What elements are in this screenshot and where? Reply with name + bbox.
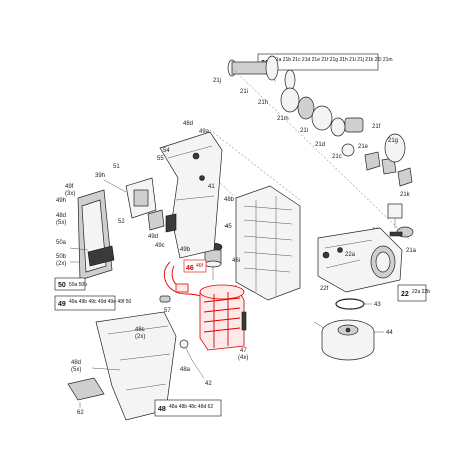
bevel-gear <box>280 87 300 113</box>
label-21g: 21g <box>388 138 398 144</box>
label-22: 22 <box>401 291 409 298</box>
label-49c: 49c <box>155 243 165 249</box>
lower-housing-48: 48c (2x) 48d (5x) 48a 48 48a 48b 48c 48d… <box>71 311 222 421</box>
label-48d-low: 48d <box>71 360 81 366</box>
label-22-parts: 22a 22b <box>412 289 430 295</box>
label-49h: 49h <box>56 198 66 204</box>
label-50: 50 <box>58 282 66 289</box>
chuck-collar <box>384 133 406 163</box>
handle-housing-left: 48d 49a 41 54 55 <box>157 121 223 259</box>
label-48-parts: 48a 48b 48c 48d 62 <box>169 404 213 410</box>
gear-disc <box>265 55 279 81</box>
label-41: 41 <box>208 184 215 190</box>
label-box-48 <box>154 399 222 417</box>
gear-housing-22: 22a 22f 22 22a 22b <box>317 227 430 302</box>
label-62: 62 <box>77 410 84 416</box>
label-48: 48 <box>158 406 166 413</box>
label-48d-side-qty: (5x) <box>56 220 66 226</box>
label-45: 45 <box>225 224 232 230</box>
label-49b: 49b <box>180 247 191 253</box>
battery-side-housing: 49f (3x) 49h 48d (5x) 50a 50b (2x) 50 50… <box>54 184 131 311</box>
screw-47: 47 (4x) <box>238 300 248 361</box>
label-48a: 48a <box>180 367 191 373</box>
label-49d: 49d <box>148 234 158 240</box>
label-44: 44 <box>386 330 393 336</box>
label-box-50 <box>54 277 86 291</box>
main-housing-48b: 48b <box>209 129 301 301</box>
label-49-parts: 49a 49b 49c 49d 49e 49f 50 <box>69 299 131 305</box>
part-42: 42 <box>179 339 212 387</box>
label-21l: 21l <box>300 128 308 134</box>
label-42: 42 <box>205 381 212 387</box>
switch-assembly: 51 52 39h 49d 49c 49b <box>95 164 191 253</box>
label-48d: 48d <box>183 121 193 127</box>
label-21m: 21m <box>277 116 289 122</box>
label-49a: 49a <box>199 129 210 135</box>
label-21c: 21c <box>332 154 342 160</box>
label-49f: 49f <box>65 184 74 190</box>
o-ring-43: 43 <box>335 298 381 310</box>
label-50b-qty: (2x) <box>56 261 66 267</box>
label-48c: 48c <box>135 327 145 333</box>
label-46: 46 <box>186 265 194 272</box>
label-21h: 21h <box>258 100 268 106</box>
label-50b: 50b <box>56 254 67 260</box>
stator-body <box>199 285 245 351</box>
label-plate-62: 62 <box>67 377 105 416</box>
label-47-qty: (4x) <box>238 355 248 361</box>
label-51: 51 <box>113 164 120 170</box>
label-plate <box>67 377 105 401</box>
label-46-part: 46f <box>196 263 204 269</box>
label-box-49 <box>54 295 116 311</box>
label-50a: 50a <box>56 240 67 246</box>
label-48c-qty: (2x) <box>135 334 145 340</box>
label-57: 57 <box>164 308 171 314</box>
label-21i: 21i <box>240 89 248 95</box>
label-box-46 <box>183 259 207 273</box>
label-21k: 21k <box>400 192 411 198</box>
label-22f: 22f <box>320 286 329 292</box>
label-48d-low-qty: (5x) <box>71 367 81 373</box>
label-52: 52 <box>118 219 125 225</box>
label-50-parts: 50a 50b <box>69 282 87 288</box>
motor-cap-44: 44 <box>313 319 393 361</box>
label-49f-qty: (3x) <box>65 191 75 197</box>
label-21f: 21f <box>372 124 381 130</box>
label-21e: 21e <box>358 144 369 150</box>
part-57: 57 <box>159 295 171 314</box>
label-21d: 21d <box>315 142 325 148</box>
label-21-parts: 21a 21b 21c 21d 21e 21f 21g 21h 21i 21j … <box>273 57 393 63</box>
label-21j: 21j <box>213 78 221 84</box>
label-47: 47 <box>240 348 247 354</box>
main-housing <box>235 185 301 301</box>
label-54: 54 <box>163 148 170 154</box>
label-43: 43 <box>374 302 381 308</box>
label-48b: 48b <box>224 197 235 203</box>
label-46i: 46i <box>232 258 240 264</box>
label-21a: 21a <box>406 248 417 254</box>
label-box-22 <box>397 284 427 302</box>
stator-46-highlighted: 46 46f 46i <box>163 258 245 351</box>
gear-assembly-21: 21 21a 21b 21c 21d 21e 21f 21g 21h 21i 2… <box>213 53 417 254</box>
label-55: 55 <box>157 156 164 162</box>
label-22a: 22a <box>345 252 356 258</box>
label-49: 49 <box>58 301 66 308</box>
label-39h: 39h <box>95 173 105 179</box>
label-48d-side: 48d <box>56 213 66 219</box>
